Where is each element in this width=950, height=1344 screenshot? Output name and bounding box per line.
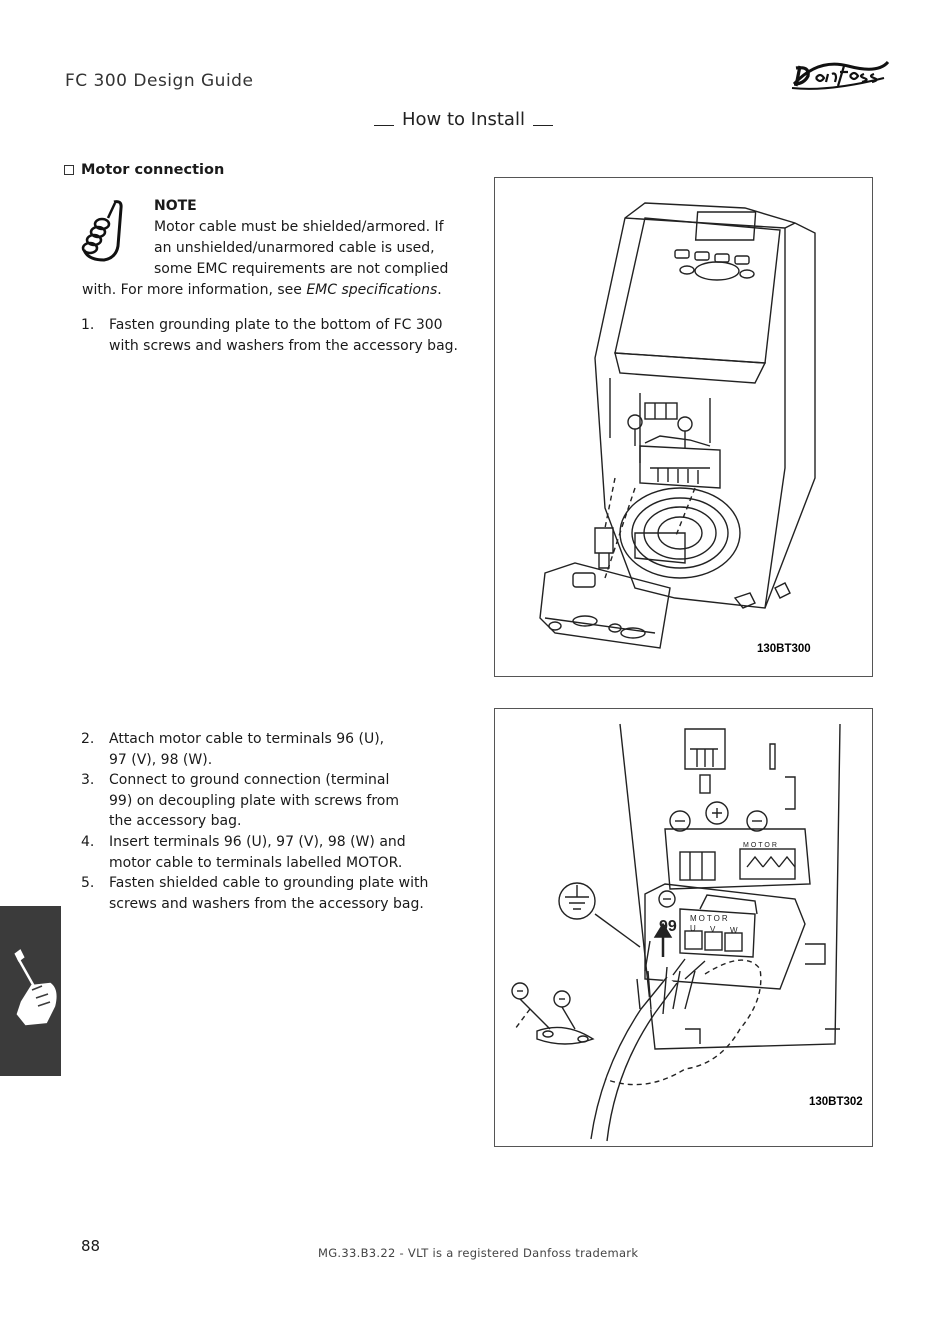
chapter-side-tab <box>0 906 61 1076</box>
page-number: 88 <box>81 1237 101 1255</box>
header-rule-right <box>532 125 553 126</box>
terminal-u-label: U <box>690 924 696 933</box>
note-line-2: an unshielded/unarmored cable is used, <box>154 240 435 256</box>
step-line: screws and washers from the accessory ba… <box>109 895 424 912</box>
header-rule-left <box>374 125 394 126</box>
note-line-4: with. For more information, see EMC spec… <box>82 280 442 301</box>
step-number: 3. <box>81 772 95 788</box>
step-line: Fasten grounding plate to the bottom of … <box>109 317 443 333</box>
motor-cable-terminals-illustration: 99 MOTOR MOTOR U V W 130BT302 <box>511 723 863 1142</box>
step-number: 5. <box>81 875 95 891</box>
installation-hand-tool-icon <box>14 949 57 1026</box>
step-5: 5. Fasten shielded cable to grounding pl… <box>81 873 428 914</box>
motor-label-top: MOTOR <box>743 842 779 849</box>
section-header-text: How to Install <box>402 109 525 130</box>
step-line: 99) on decoupling plate with screws from <box>109 792 400 809</box>
step-line: 97 (V), 98 (W). <box>109 751 213 768</box>
terminal-99-label: 99 <box>659 918 677 935</box>
footer-trademark: MG.33.B3.22 - VLT is a registered Danfos… <box>318 1246 639 1260</box>
motor-label: MOTOR <box>690 914 730 923</box>
step-number: 2. <box>81 731 95 747</box>
step-line: Connect to ground connection (terminal <box>109 772 390 788</box>
figure-grounding-plate: 130BT300 <box>494 177 873 677</box>
terminal-w-label: W <box>730 926 738 935</box>
terminal-v-label: V <box>710 925 716 934</box>
section-header: How to Install <box>374 109 553 130</box>
note-line-1: Motor cable must be shielded/armored. If <box>154 219 444 235</box>
step-number: 1. <box>81 317 95 333</box>
pointing-hand-note-icon <box>81 200 123 262</box>
step-4: 4. Insert terminals 96 (U), 97 (V), 98 (… <box>81 832 406 873</box>
note-last-prefix: with. For more information, see <box>82 282 307 298</box>
step-line: motor cable to terminals labelled MOTOR. <box>109 854 403 871</box>
figure-motor-cable: 99 MOTOR MOTOR U V W 130BT302 <box>494 708 873 1147</box>
section-title-text: Motor connection <box>81 162 225 178</box>
step-1: 1. Fasten grounding plate to the bottom … <box>81 315 458 356</box>
step-2: 2. Attach motor cable to terminals 96 (U… <box>81 729 384 770</box>
note-last-suffix: . <box>437 282 442 298</box>
step-line: Attach motor cable to terminals 96 (U), <box>109 731 385 747</box>
step-number: 4. <box>81 834 95 850</box>
motor-connection-heading: Motor connection <box>64 162 224 178</box>
note-line-3: some EMC requirements are not complied <box>154 261 449 277</box>
note-heading: NOTE <box>154 198 197 214</box>
step-line: the accessory bag. <box>109 813 242 830</box>
step-line: Fasten shielded cable to grounding plate… <box>109 875 429 891</box>
square-bullet-icon <box>64 165 74 175</box>
step-3: 3. Connect to ground connection (termina… <box>81 770 399 832</box>
document-title: FC 300 Design Guide <box>65 71 254 91</box>
step-line: with screws and washers from the accesso… <box>109 337 458 354</box>
figure-id-label: 130BT302 <box>809 1096 863 1108</box>
drive-grounding-plate-illustration: 130BT300 <box>539 202 816 655</box>
emc-specifications-reference: EMC specifications <box>306 282 438 298</box>
step-line: Insert terminals 96 (U), 97 (V), 98 (W) … <box>109 834 406 850</box>
figure-id-label: 130BT300 <box>757 643 811 655</box>
danfoss-logo <box>791 60 890 90</box>
